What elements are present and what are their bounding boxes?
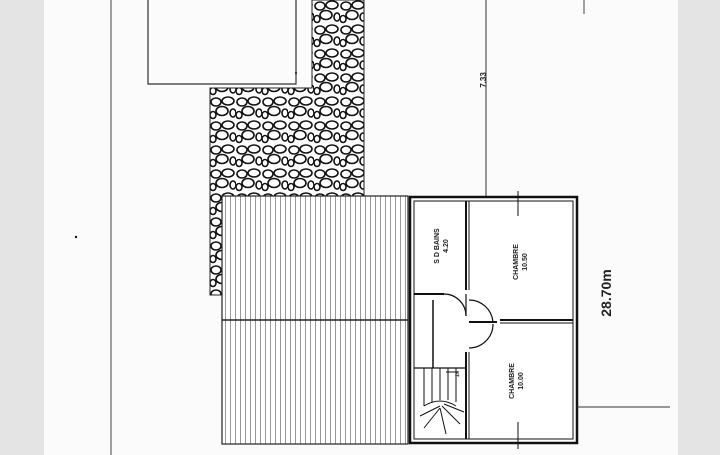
staircase (414, 367, 466, 435)
setback-dimension-label: 7.33 (479, 72, 488, 88)
room-name-bedroom-1: CHAMBRE (513, 244, 520, 280)
room-name-bedroom-2: CHAMBRE (509, 363, 516, 399)
room-name-bathroom: S D BAINS (434, 228, 441, 264)
room-area-bedroom-1: 10.50 (522, 253, 529, 271)
stair-step-number: 4 (455, 370, 460, 379)
room-area-bathroom: 4.20 (443, 239, 450, 253)
floor-plan-drawing: 7.33 S D BAINS 4.20 CHAMBRE 10.50 CHAMBR… (74, 0, 670, 455)
room-area-bedroom-2: 10.00 (518, 372, 525, 390)
drawing-sheet: 7.33 S D BAINS 4.20 CHAMBRE 10.50 CHAMBR… (44, 0, 678, 455)
bedroom-door-swing-2 (468, 323, 494, 349)
neighbour-building-outline (147, 0, 297, 85)
bedroom-door-swing (468, 299, 494, 323)
total-length-dimension: 28.70m (598, 269, 614, 316)
